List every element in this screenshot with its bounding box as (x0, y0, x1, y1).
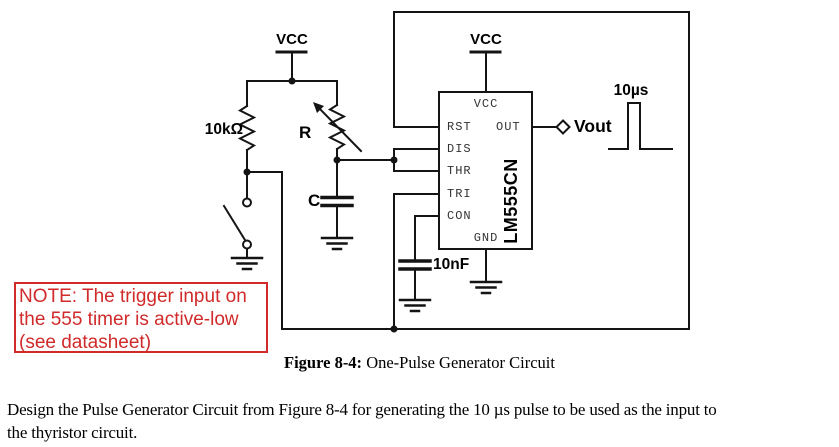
pin-label-vcc: VCC (473, 97, 499, 111)
vcc-symbol-left (275, 50, 308, 82)
trigger-pin-wire (390, 193, 440, 333)
top-rail-wire (246, 77, 338, 85)
switch (222, 171, 252, 258)
capacitor-control-label: 10nF (433, 256, 470, 273)
pin-label-thr: THR (447, 164, 472, 178)
ground-symbol-ic (469, 280, 503, 295)
body-text: Design the Pulse Generator Circuit from … (7, 399, 839, 444)
note-line: the 555 timer is active-low (19, 309, 239, 330)
note-line: (see datasheet) (19, 332, 152, 353)
ic-name-label: LM555CN (501, 158, 521, 244)
capacitor-timing (320, 195, 354, 238)
pulse-waveform (608, 102, 673, 150)
pin-label-tri: TRI (447, 187, 472, 201)
figure-caption-label: Figure 8-4: (284, 353, 363, 372)
capacitor-control (398, 215, 440, 300)
pin-label-gnd: GND (473, 231, 499, 245)
body-text-line: Design the Pulse Generator Circuit from … (7, 400, 717, 419)
vcc-left-label: VCC (276, 31, 308, 48)
pulse-width-label: 10µs (613, 82, 649, 99)
trigger-wire (246, 171, 283, 330)
vcc-symbol-ic (469, 50, 502, 93)
output-wire (531, 119, 571, 135)
ground-symbol-capacitor (320, 236, 354, 251)
note-box: NOTE: The trigger input on the 555 timer… (14, 282, 268, 353)
pin-label-rst: RST (447, 120, 472, 134)
pin-label-dis: DIS (447, 142, 472, 156)
output-terminal-diamond (555, 119, 571, 135)
reset-loop-wire (281, 11, 690, 330)
body-text-line: the thyristor circuit. (7, 422, 138, 442)
vout-label: Vout (574, 116, 612, 136)
ground-symbol-control (398, 298, 432, 313)
ground-symbol-switch (230, 256, 264, 271)
pin-label-con: CON (447, 209, 472, 223)
figure-caption: Figure 8-4: One-Pulse Generator Circuit (284, 353, 555, 373)
resistor-variable (313, 80, 363, 198)
pin-label-out: OUT (496, 120, 521, 134)
resistor-variable-label: R (299, 123, 312, 142)
capacitor-timing-label: C (308, 191, 321, 210)
note-line: NOTE: The trigger input on (19, 286, 247, 307)
resistor-10k-label: 10kΩ (204, 121, 243, 138)
dis-thr-node-wire (336, 148, 440, 172)
vcc-ic-label: VCC (470, 31, 502, 48)
figure-caption-title: One-Pulse Generator Circuit (362, 353, 555, 372)
